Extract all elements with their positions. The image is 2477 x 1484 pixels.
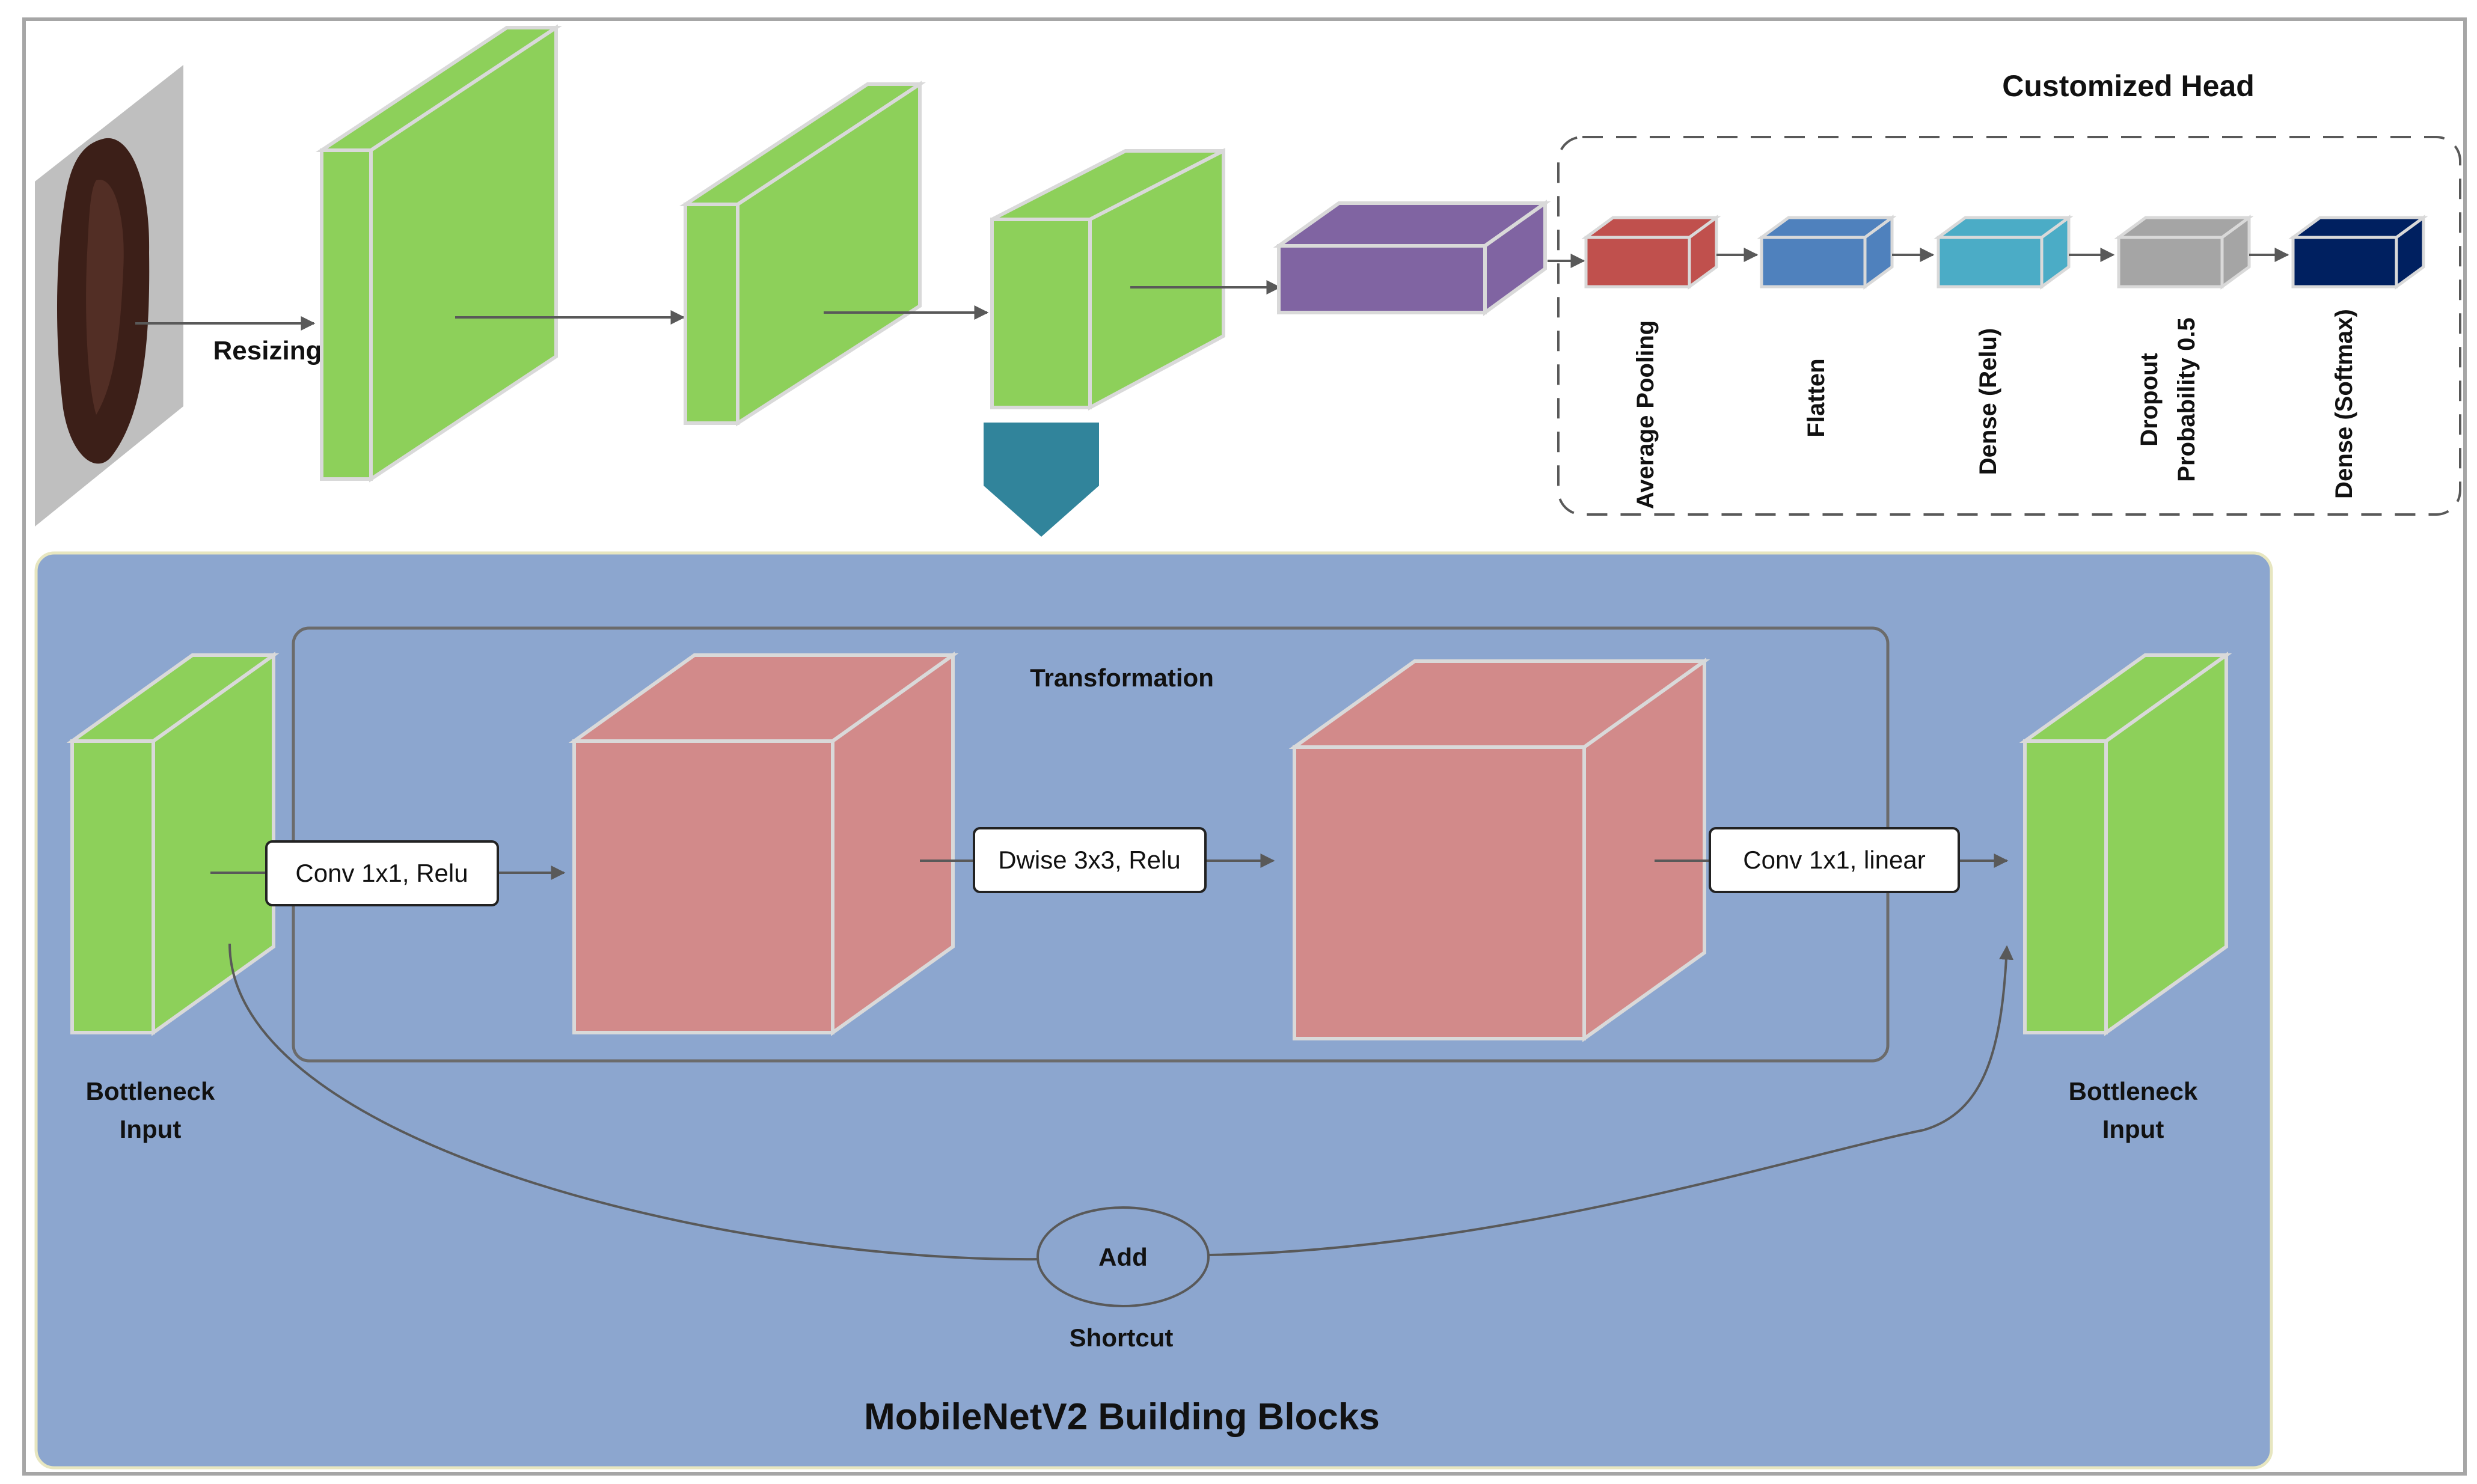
shortcut-curve-left (228, 943, 1039, 1261)
bottleneck-output (1273, 200, 1551, 316)
date-fruit-highlight (86, 180, 124, 415)
head-dashed-box (1557, 136, 2461, 516)
bottleneck-input-label-line1: Bottleneck (86, 1077, 215, 1105)
feature-map-3 (990, 148, 1225, 411)
head-layer-dense-softmax (2288, 215, 2428, 290)
add-label: Add (1098, 1243, 1148, 1271)
head-layer-dropout (2114, 215, 2254, 290)
head-label-dropout-line2: Probability 0.5 (2173, 317, 2200, 481)
op2-box (973, 827, 1207, 893)
op1-label: Conv 1x1, Relu (295, 859, 468, 887)
op3-box (1709, 827, 1960, 893)
shortcut-label: Shortcut (1070, 1324, 1174, 1352)
op3-label: Conv 1x1, linear (1743, 846, 1926, 874)
head-label-flatten: Flatten (1803, 358, 1829, 437)
feature-map-1 (316, 24, 562, 483)
add-node (1036, 1206, 1210, 1307)
expansion-cube-1 (568, 652, 959, 1036)
op1-box (265, 840, 499, 906)
building-block-title: MobileNetV2 Building Blocks (864, 1396, 1380, 1438)
head-label-dense-softmax: Dense (Softmax) (2331, 309, 2357, 499)
head-layer-flatten (1757, 215, 1897, 290)
shortcut-curve-right (1208, 945, 2013, 1256)
head-title: Customized Head (2002, 69, 2255, 103)
head-layer-dense-relu (1934, 215, 2074, 290)
head-label-dropout-line1: Dropout (2136, 353, 2163, 447)
bottleneck-input-label-line2: Input (120, 1115, 182, 1143)
input-image (35, 65, 183, 527)
bottleneck-input-block (66, 652, 280, 1036)
bottleneck-output-label-line2: Input (2102, 1115, 2164, 1143)
head-label-average-pooling: Average Pooling (1632, 320, 1659, 509)
transformation-label: Transformation (1030, 664, 1214, 692)
bottleneck-output-block (2019, 652, 2232, 1036)
head-label-dense-relu: Dense (Relu) (1975, 328, 2001, 475)
expand-down-arrow (984, 423, 1099, 537)
feature-map-2 (679, 81, 926, 427)
op2-label: Dwise 3x3, Relu (998, 846, 1180, 874)
bottleneck-output-label-line1: Bottleneck (2069, 1077, 2198, 1105)
expansion-cube-2 (1288, 658, 1710, 1042)
resizing-label: Resizing (213, 336, 322, 365)
head-layer-average-pooling (1581, 215, 1721, 290)
